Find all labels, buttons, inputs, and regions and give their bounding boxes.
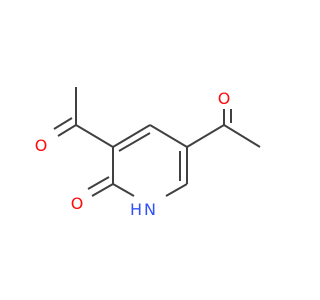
- bond-c3-c4-double: [118, 132, 151, 152]
- bond-n1-c2: [112, 183, 135, 197]
- bond-cacyl-right-ch3: [223, 124, 261, 148]
- bond-c6-n1: [165, 183, 188, 197]
- bond-c5-cacyl-right: [186, 124, 225, 148]
- hydrogen-atom: H: [130, 200, 142, 219]
- oxygen-atom-carbonyl: O: [71, 194, 84, 213]
- bond-c2-o2: [91, 183, 114, 197]
- oxygen-atom-acetyl-right: O: [218, 89, 231, 108]
- bond-c3-cacyl-left: [75, 124, 114, 148]
- structure-canvas: O O O N H: [34, 87, 261, 219]
- bond-c3-c4: [112, 124, 151, 148]
- bond-cacyl-left-o1: [57, 124, 77, 137]
- nitrogen-atom: N: [144, 200, 156, 219]
- bond-cacyl-left-o1-double: [53, 117, 73, 130]
- atom-labels: O O O N H: [35, 89, 231, 219]
- molecule-drawing: O O O N H: [35, 87, 261, 219]
- oxygen-atom-acetyl-left: O: [35, 136, 48, 155]
- bond-c2-o2-double: [87, 176, 110, 190]
- bond-c4-c5: [149, 124, 188, 148]
- bond-lines: [53, 87, 261, 197]
